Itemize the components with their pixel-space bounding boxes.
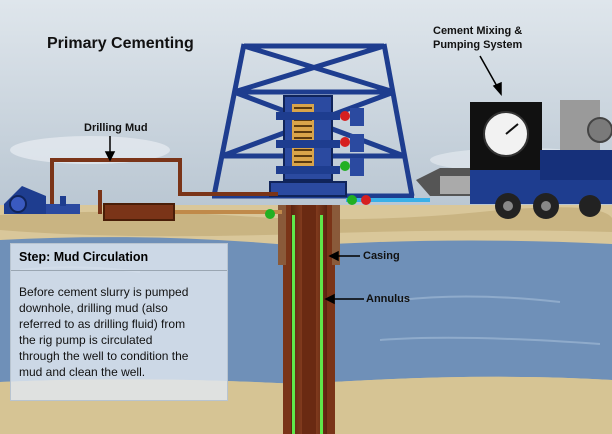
water-ripple xyxy=(379,336,601,345)
valve-green xyxy=(265,209,275,219)
valve-red xyxy=(361,195,371,205)
cement-truck xyxy=(416,100,612,219)
cement-mixing-label: Cement Mixing & Pumping System xyxy=(433,25,523,51)
mud-piping xyxy=(50,158,278,214)
step-description: Before cement slurry is pumped downhole,… xyxy=(19,285,189,379)
annulus-label: Annulus xyxy=(366,293,410,305)
diagram-title: Primary Cementing xyxy=(47,35,194,52)
water-ripple xyxy=(399,295,561,303)
bop-stack xyxy=(269,95,364,197)
mud-pit xyxy=(103,203,175,221)
casing-line-left xyxy=(292,215,295,434)
pointer-arrows xyxy=(104,55,502,305)
valve-green xyxy=(347,195,357,205)
casing-label: Casing xyxy=(363,250,400,262)
step-heading: Step: Mud Circulation xyxy=(19,250,149,264)
step-info-panel: Step: Mud Circulation Before cement slur… xyxy=(10,243,228,401)
cloud xyxy=(10,136,170,164)
drill-pipe xyxy=(302,205,316,434)
drilling-mud-label: Drilling Mud xyxy=(84,122,148,134)
divider xyxy=(11,270,227,271)
casing-line-right xyxy=(320,215,323,434)
conductor xyxy=(278,205,286,265)
conductor xyxy=(332,205,340,265)
rig-pump xyxy=(4,186,80,214)
